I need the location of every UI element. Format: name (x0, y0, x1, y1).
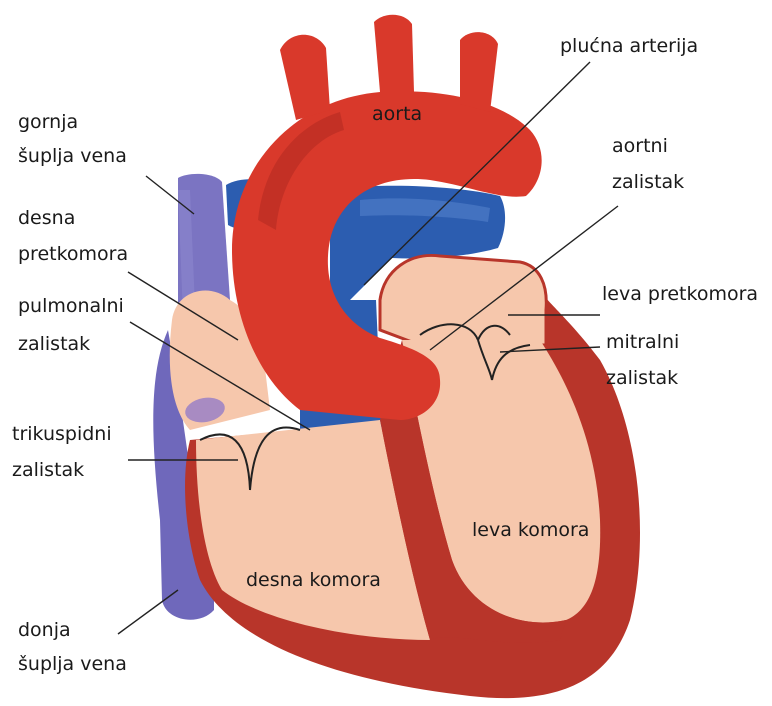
label-pulmonalni-1: pulmonalni (18, 295, 124, 317)
label-donja-vena-2: šuplja vena (18, 653, 127, 675)
aorta-branch-3 (460, 32, 498, 112)
label-aortni-zalistak-1: aortni (612, 135, 668, 157)
label-gornja-vena-2: šuplja vena (18, 145, 127, 167)
label-aorta: aorta (372, 103, 422, 125)
label-desna-komora: desna komora (246, 569, 381, 591)
label-donja-vena-1: donja (18, 619, 71, 641)
label-mitralni-2: zalistak (606, 367, 678, 389)
label-trikuspidni-2: zalistak (12, 459, 84, 481)
label-gornja-vena-1: gornja (18, 111, 78, 133)
aorta-branch-2 (374, 15, 414, 92)
label-desna-pretkomora-2: pretkomora (18, 243, 128, 265)
label-leva-komora: leva komora (472, 519, 589, 541)
label-plucna-arterija: plućna arterija (560, 35, 698, 57)
label-desna-pretkomora-1: desna (18, 207, 75, 229)
label-trikuspidni-1: trikuspidni (12, 423, 112, 445)
label-aortni-zalistak-2: zalistak (612, 171, 684, 193)
label-leva-pretkomora: leva pretkomora (602, 283, 758, 305)
left-atrium (380, 255, 546, 345)
aorta-branch-1 (280, 35, 330, 120)
label-mitralni-1: mitralni (606, 331, 679, 353)
label-pulmonalni-2: zalistak (18, 333, 90, 355)
